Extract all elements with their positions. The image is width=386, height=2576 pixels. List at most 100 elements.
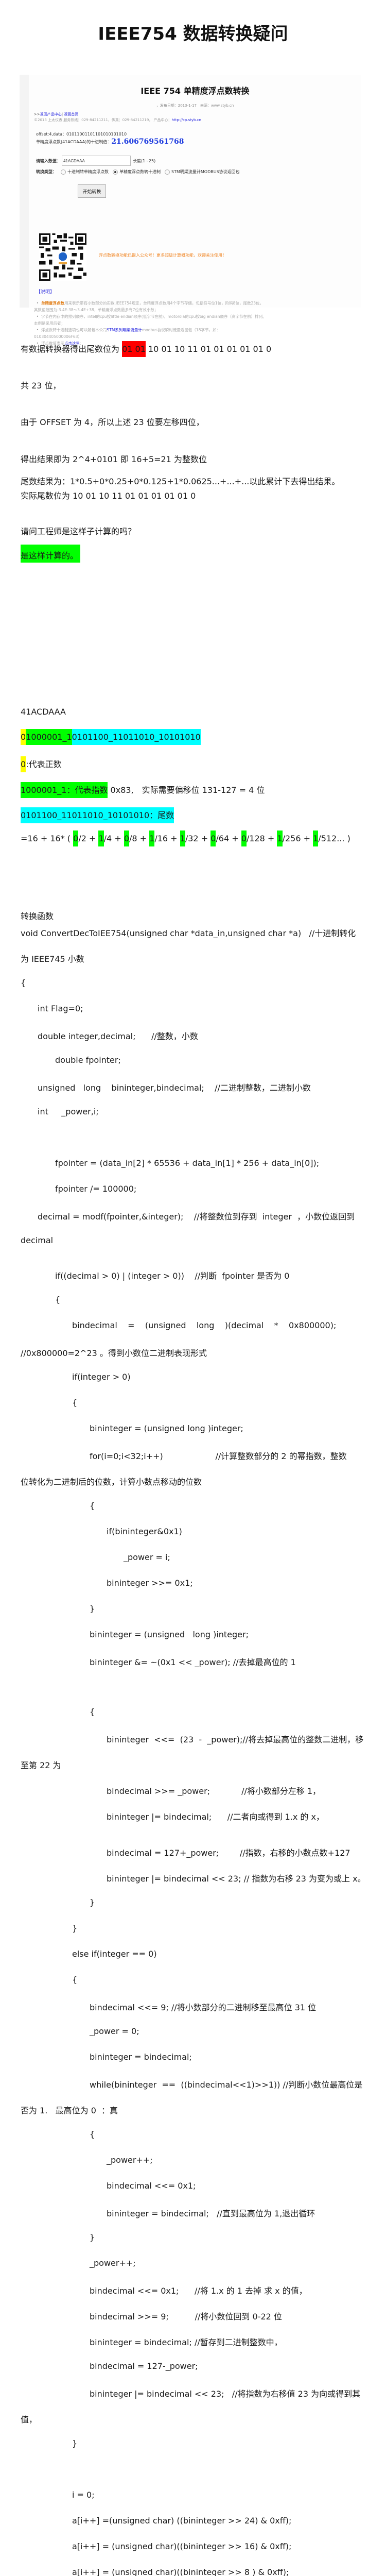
code-line: { [72, 1398, 78, 1408]
code-line: bininteger |= bindecimal; //二者向或得到 1.x 的… [107, 1812, 324, 1822]
formula-bit: 0 [210, 831, 216, 846]
result-value: 21.606769561768 [111, 138, 184, 146]
code-line: bininteger = bindecimal; //暂存到二进制整数中， [90, 2337, 283, 2347]
links-prefix: >> [34, 112, 40, 116]
radio-label-dec-to-float: 十进制转单精度浮点数 [67, 170, 109, 174]
code-line: while(bininteger == ((bindecimal<<1)>>1)… [90, 2080, 363, 2090]
code-line: bininteger = bindecimal; //直到最高位为 1,退出循环 [107, 2209, 315, 2218]
note-1: •单精度浮点数用来表示带有小数部分的实数,IEEE754规定，单精度浮点数用4个… [36, 301, 264, 306]
converter-page: IEEE 754 单精度浮点数转换 ，发布日期：2013-1-17 来源：www… [29, 75, 361, 590]
publish-meta: ，发布日期：2013-1-17 来源：www.styb.cn [156, 104, 234, 108]
actual-mantissa-line: 实际尾数位为 10 01 10 11 01 01 01 01 01 0 [21, 491, 196, 501]
formula: =16 + 16* ( 0/2 + 1/4 + 0/8 + 1/16 + 1/3… [21, 831, 350, 846]
back-to-home-link[interactable]: 返回首页 [64, 112, 79, 116]
formula-bit: 0 [73, 831, 79, 846]
conversion-type-row: 转换类型： 十进制转单精度浮点数 单精度浮点数转十进制 STM明渠流量计MODB… [36, 169, 240, 175]
integer-result-line: 得出结果即为 2^4+0101 即 16+5=21 为整数位 [21, 454, 207, 464]
formula-terms: 0/2 + 1/4 + 0/8 + 1/16 + 1/32 + 0/64 + 0… [73, 831, 344, 846]
mantissa-line: 有数据转换器得出尾数位为 01 01 10 01 10 11 01 01 01 … [21, 341, 271, 357]
formula-bit: 0 [241, 831, 247, 846]
code-line: bininteger <<= (23 - _power);//将去掉最高位的整数… [107, 1735, 364, 1744]
code-line: bindecimal >>= 9; //将小数位回到 0-22 位 [90, 2312, 282, 2321]
stm-flowmeter-link[interactable]: STM系列明渠流量计 [107, 328, 142, 332]
code-line: void ConvertDecToIEE754(unsigned char *d… [21, 928, 356, 938]
code-line: if(integer > 0) [72, 1372, 131, 1382]
code-line: a[i++] =(unsigned char) ((bininteger >> … [72, 2516, 292, 2526]
radio-stm-modbus[interactable] [165, 169, 170, 175]
back-to-products-link[interactable]: 返回产品中心 [40, 112, 62, 116]
sign-highlight: 0 [21, 756, 26, 772]
formula-bit: 1 [149, 831, 155, 846]
exponent-bits: 1000001_1 [26, 729, 72, 745]
code-line: bininteger |= bindecimal << 23; // 指数为右移… [107, 1874, 366, 1884]
code-line: bininteger = (unsigned long )integer; [90, 1423, 243, 1433]
code-line: bindecimal <<= 0x1; [107, 2181, 196, 2191]
code-line: bininteger >>= 0x1; [107, 1578, 193, 1588]
code-line: { [90, 2129, 95, 2139]
plus-sign: + [168, 834, 180, 843]
code-line: _power++; [90, 2258, 136, 2268]
radio-dec-to-float[interactable] [61, 169, 66, 175]
code-line: bindecimal = 127-_power; [90, 2361, 198, 2371]
radio-float-to-dec[interactable] [113, 169, 118, 175]
note-2: •字节在内存中的排列顺序，intel的cpu按little endian顺序(低… [36, 314, 267, 319]
notes-list: •单精度浮点数用来表示带有小数部分的实数,IEEE754规定，单精度浮点数用4个… [34, 300, 353, 347]
note-3: •浮点数转十进制选项也可以解包本公司STM系列明渠流量计modbus协议瞬时流量… [36, 328, 220, 332]
code-line: { [90, 1501, 95, 1511]
code-line: int Flag=0; [38, 1004, 83, 1013]
code-line: decimal = modf(fpointer,&integer); //将整数… [38, 1212, 355, 1222]
formula-suffix: ) [344, 834, 350, 843]
code-line: { [21, 978, 26, 988]
code-heading: 转换函数 [21, 911, 54, 921]
note-3-cont: 010304405000006F63） [34, 334, 82, 339]
code-line: 否为 1. 最高位为 0 ：真 [21, 2106, 118, 2115]
value-input[interactable] [62, 156, 131, 166]
note-3-pre: 浮点数转十进制选项也可以解包本公司 [41, 328, 107, 332]
sign-explain: 0:代表正数 [21, 756, 62, 772]
product-center-link[interactable]: http://cp.styb.cn [171, 118, 201, 122]
formula-denominator: /8 [129, 834, 137, 843]
formula-denominator: /256 [282, 834, 301, 843]
code-line: { [90, 1707, 95, 1717]
code-line: for(i=0;i<32;i++) //计算整数部分的 2 的幂指数，整数 [90, 1451, 347, 1461]
mantissa-sum: 尾数结果为：1*0.5+0*0.25+0*0.125+1*0.0625...+.… [21, 477, 340, 486]
code-line: if(bininteger&0x1) [107, 1527, 182, 1536]
click-here-link[interactable]: 点击这里 [64, 341, 80, 346]
formula-bit: 1 [313, 831, 319, 846]
note-4-post: ; [80, 341, 81, 346]
code-line: bindecimal <<= 9; //将小数部分的二进制移至最高位 31 位 [90, 2003, 317, 2012]
sign-text: :代表正数 [26, 759, 62, 769]
answer: 是这样计算的。 [21, 545, 81, 563]
converter-title: IEEE 754 单精度浮点数转换 [141, 86, 250, 96]
code-line: i = 0; [72, 2490, 95, 2500]
note-1-cont: 其数值范围为-3.4E-38～3.4E+38，单精度浮点数最多有7位有效小数； [34, 308, 159, 312]
code-line: bindecimal = 127+_power; //指数，右移的小数点数+12… [107, 1848, 350, 1858]
sign-bit: 0 [21, 729, 26, 745]
plus-sign: + [301, 834, 313, 843]
plus-sign: + [198, 834, 211, 843]
formula-bit: 1 [277, 831, 283, 846]
copyright-line: ©2013 上太仪表 服务热线：029-84211211，传真：029-8421… [34, 117, 201, 123]
code-line: _power++; [107, 2155, 153, 2165]
bit-count-line: 共 23 位， [21, 381, 61, 391]
code-line: else if(integer == 0) [72, 1949, 157, 1959]
code-line: double fpointer; [55, 1055, 121, 1065]
code-line: bindecimal <<= 0x1; //将 1.x 的 1 去掉 求 x 的… [90, 2286, 307, 2296]
mantissa-bits: 0101100_11011010_10101010 [72, 729, 201, 745]
nav-links: >>返回产品中心| 返回首页 [34, 112, 78, 117]
question: 请问工程师是这样子计算的吗？ [21, 527, 136, 536]
code-line: 值， [21, 2415, 38, 2425]
radio-label-float-to-dec: 单精度浮点数转十进制 [119, 170, 161, 174]
formula-denominator: /4 [103, 834, 112, 843]
code-line: } [72, 1923, 78, 1933]
start-convert-button[interactable]: 开始转换 [78, 184, 106, 198]
formula-denominator: /2 [78, 834, 86, 843]
code-line: bindecimal >>= _power; //将小数部分左移 1， [107, 1786, 321, 1796]
note-1-text: 用来表示带有小数部分的实数,IEEE754规定，单精度浮点数用4个字节存储，包括… [64, 301, 264, 306]
note-4-pre: 浮点数值表示 [41, 341, 64, 346]
formula-bit: 0 [124, 831, 129, 846]
formula-bit: 1 [98, 831, 104, 846]
offset-data: offset:4,data：01011001101101010101010 [36, 132, 127, 137]
formula-bit: 1 [180, 831, 185, 846]
code-line: a[i++] = (unsigned char)((bininteger >> … [72, 2567, 289, 2576]
